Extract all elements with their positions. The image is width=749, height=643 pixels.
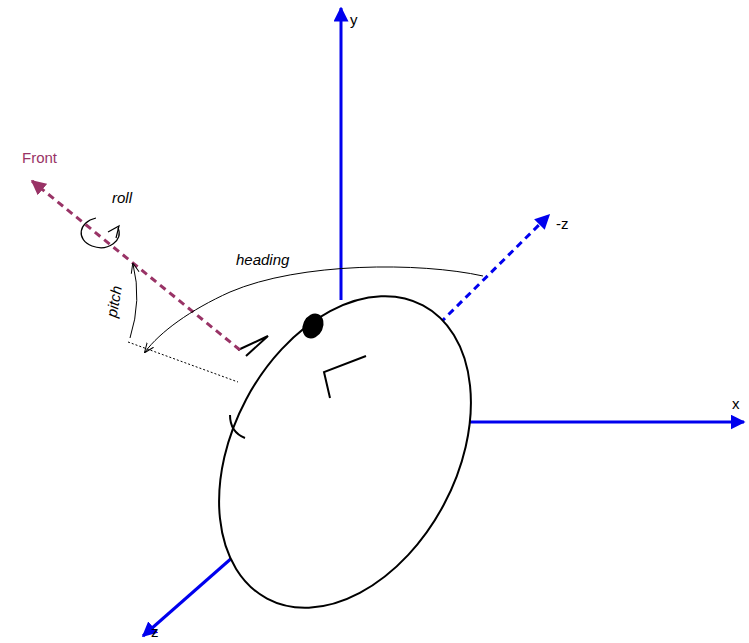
- negative-z-axis: [440, 215, 549, 323]
- heading-arrow: [145, 267, 483, 352]
- rotation-label: pitch: [104, 285, 124, 319]
- rotation-label: heading: [236, 252, 289, 267]
- rotation-label: roll: [112, 190, 132, 205]
- x-axis: [450, 421, 744, 424]
- ear: [238, 336, 268, 356]
- axis-label: -z: [556, 216, 569, 231]
- axis-label: z: [151, 624, 159, 639]
- direction-label: Front: [22, 150, 57, 165]
- head: [168, 253, 522, 643]
- horizontal-reference: [128, 342, 238, 382]
- front-direction: [32, 181, 240, 350]
- mouth: [230, 415, 245, 438]
- roll-arrow: [81, 218, 119, 248]
- axis-label: y: [350, 12, 358, 27]
- axis-label: x: [732, 396, 740, 411]
- roll-arrowhead: [108, 226, 119, 238]
- pitch-arrow: [130, 264, 137, 338]
- y-axis: [340, 8, 343, 300]
- nose: [324, 356, 366, 398]
- eye: [298, 310, 327, 342]
